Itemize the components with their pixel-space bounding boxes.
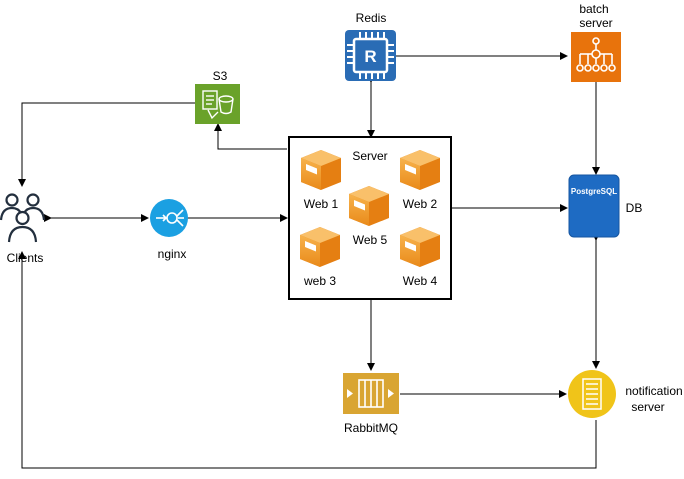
server-box-icon <box>400 227 440 267</box>
server-box-icon <box>300 227 340 267</box>
server-box-icon <box>349 186 389 226</box>
notification-label-line2: server <box>631 400 664 414</box>
web-2-label: Web 2 <box>403 197 438 211</box>
notification-server-icon <box>568 370 616 418</box>
nginx-node[interactable]: nginx <box>150 199 188 261</box>
s3-node[interactable]: S3 <box>195 69 240 124</box>
web-3-label: web 3 <box>303 274 336 288</box>
s3-label: S3 <box>213 69 228 83</box>
server-box-icon <box>301 150 341 190</box>
web-3[interactable] <box>300 227 340 267</box>
web-4-label: Web 4 <box>403 274 438 288</box>
server-box-icon <box>400 150 440 190</box>
notification-label-line1: notification <box>625 384 682 398</box>
edge-notification-clients <box>18 251 597 469</box>
postgres-badge: PostgreSQL <box>571 187 617 196</box>
rabbitmq-node[interactable]: RabbitMQ <box>343 373 399 435</box>
s3-bucket-icon <box>195 84 240 124</box>
clients-node[interactable]: Clients <box>0 193 46 266</box>
web-2[interactable] <box>400 150 440 190</box>
web-5-label: Web 5 <box>353 233 388 247</box>
db-label: DB <box>626 201 643 215</box>
web-4[interactable] <box>400 227 440 267</box>
server-label: Server <box>352 149 387 163</box>
edges <box>18 52 600 469</box>
redis-label: Redis <box>356 11 387 25</box>
clients-label: Clients <box>7 251 44 265</box>
edge-server-s3 <box>214 123 287 150</box>
db-node[interactable]: PostgreSQL DB <box>568 174 643 238</box>
batch-label-line1: batch <box>579 2 608 16</box>
redis-node[interactable]: Redis R <box>345 11 396 81</box>
nginx-label: nginx <box>158 247 187 261</box>
edge-s3-clients <box>18 99 202 187</box>
batch-label-line2: server <box>579 16 612 30</box>
rabbitmq-label: RabbitMQ <box>344 421 398 435</box>
nginx-icon <box>150 199 188 237</box>
batch-server-node[interactable]: batch server <box>571 2 621 82</box>
redis-icon-letter: R <box>364 47 376 66</box>
notification-server-node[interactable]: notification server <box>568 370 683 418</box>
redis-chip-icon: R <box>345 30 396 81</box>
users-icon <box>0 193 46 243</box>
web-1[interactable] <box>301 150 341 190</box>
web-1-label: Web 1 <box>304 197 339 211</box>
batch-server-icon <box>571 32 621 82</box>
database-icon: PostgreSQL <box>568 174 620 238</box>
web-5[interactable] <box>349 186 389 226</box>
message-queue-icon <box>343 373 399 414</box>
